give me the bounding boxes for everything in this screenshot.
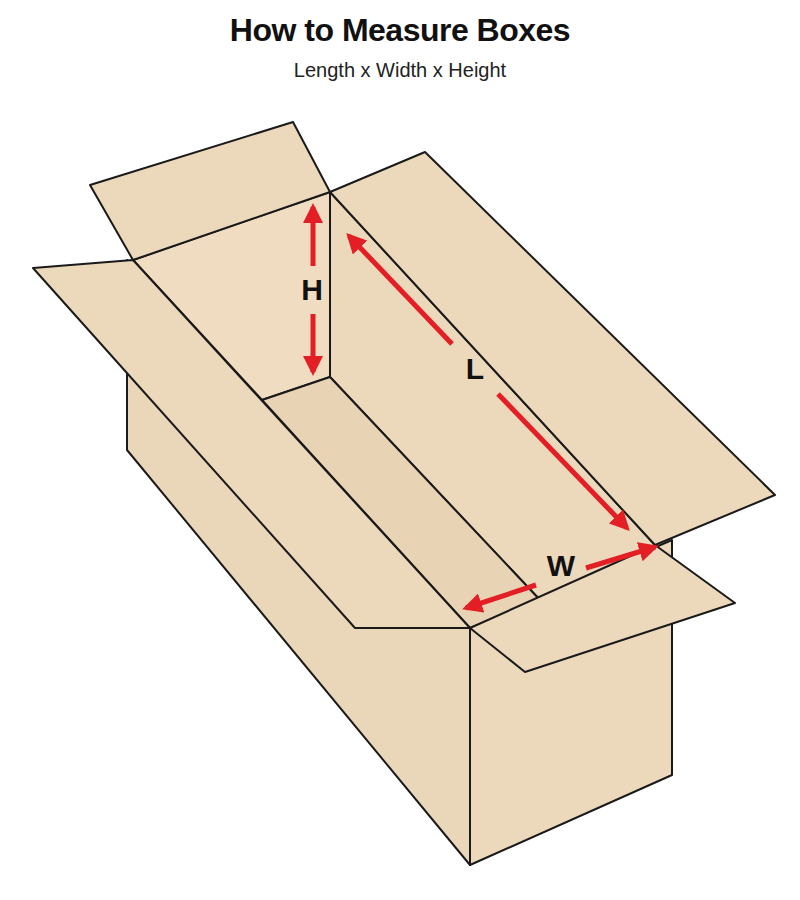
box-flap [33,260,470,628]
height-arrow [311,207,316,266]
subtitle: Length x Width x Height [294,59,506,82]
box-flap [470,545,735,672]
title: How to Measure Boxes [230,12,570,49]
length-arrow [349,236,452,344]
dimension-label: W [547,549,575,583]
box-flap [330,152,775,545]
length-arrow [498,394,627,528]
box-flap [90,122,330,260]
width-arrow [586,547,655,568]
dimension-label: H [301,273,323,307]
height-arrow [311,314,316,372]
width-arrow [466,585,536,608]
dimension-label: L [466,352,484,386]
